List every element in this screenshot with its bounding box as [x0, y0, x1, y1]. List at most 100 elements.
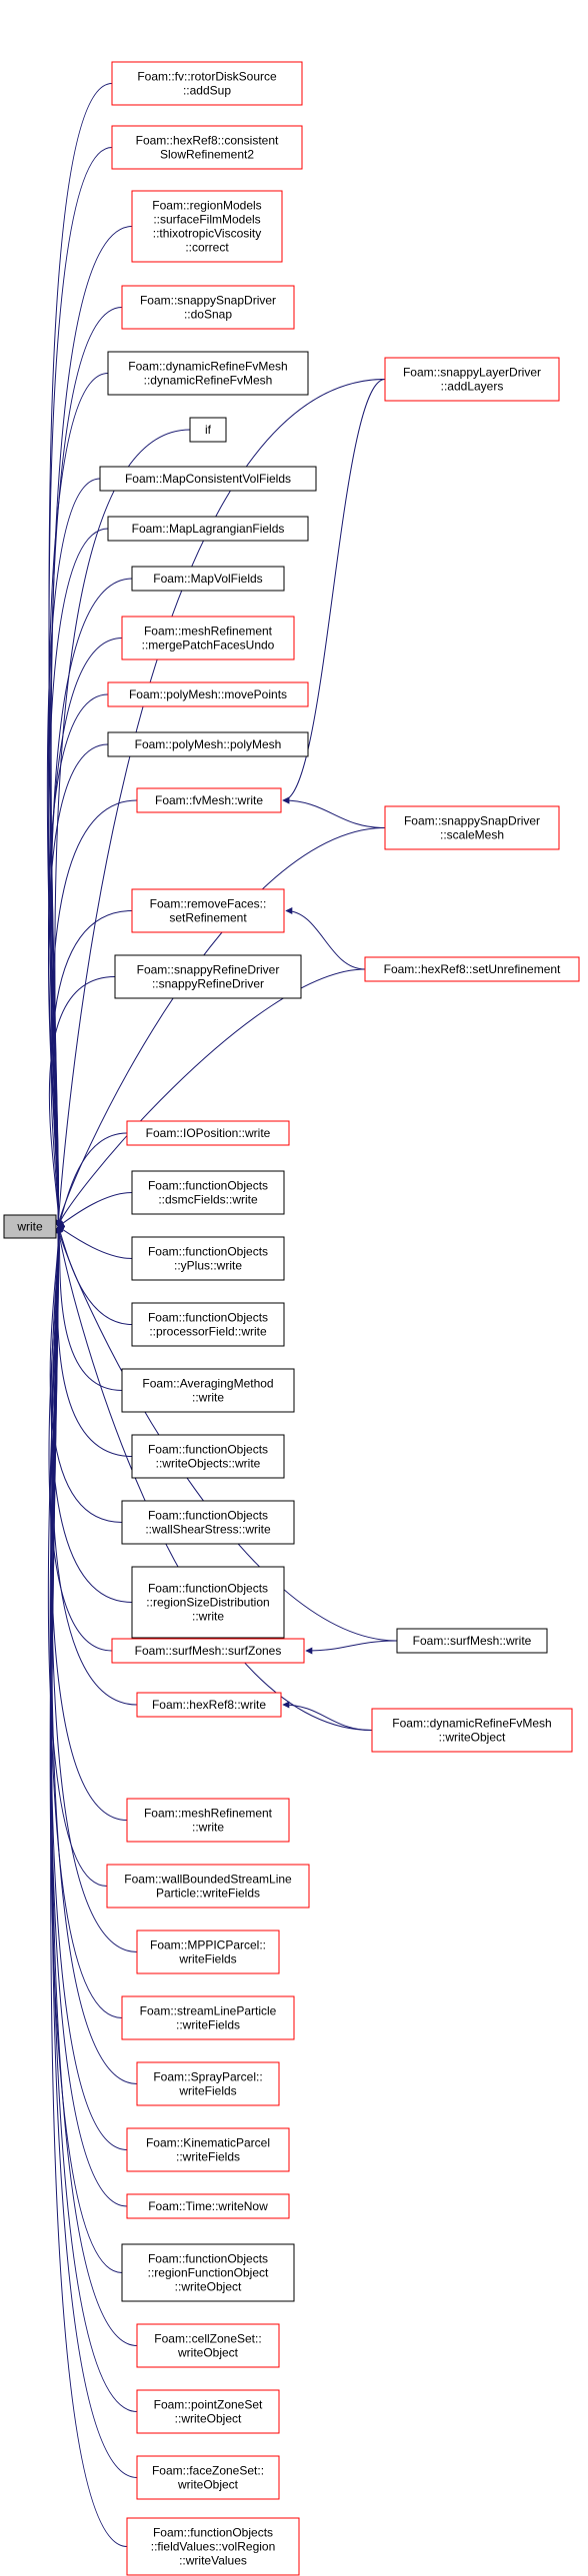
node-label: Foam::removeFaces::setRefinement: [150, 897, 267, 925]
node-n25[interactable]: Foam::functionObjects::wallShearStress::…: [121, 1500, 295, 1545]
node-label-line: Foam::pointZoneSet: [154, 2398, 263, 2412]
node-n27[interactable]: Foam::surfMesh::surfZones: [111, 1638, 305, 1664]
node-label-line: Foam::Time::writeNow: [148, 2199, 268, 2213]
edge-n22-to-root: [57, 1225, 133, 1325]
node-n20[interactable]: Foam::functionObjects::dsmcFields::write: [131, 1170, 285, 1215]
node-n28[interactable]: Foam::surfMesh::write: [396, 1628, 548, 1654]
node-n29[interactable]: Foam::hexRef8::write: [136, 1692, 282, 1718]
node-box: [131, 888, 285, 933]
node-n26[interactable]: Foam::functionObjects::regionSizeDistrib…: [131, 1566, 285, 1639]
node-n4[interactable]: Foam::snappySnapDriver::doSnap: [121, 285, 295, 330]
node-n8[interactable]: Foam::MapLagrangianFields: [107, 516, 309, 542]
edge-n6-to-root: [54, 429, 191, 1228]
node-box: [121, 616, 295, 660]
edge-n23-to-root: [56, 1225, 123, 1391]
node-n6[interactable]: if: [189, 417, 227, 443]
node-box: [136, 2389, 280, 2434]
edge-n20-to-root: [57, 1192, 133, 1227]
edge-n15-to-root: [55, 827, 386, 1228]
node-label-line: ::regionFunctionObject: [148, 2266, 269, 2280]
node-n42[interactable]: Foam::functionObjects::fieldValues::volR…: [126, 2517, 300, 2576]
node-label-line: Foam::hexRef8::setUnrefinement: [384, 962, 561, 976]
node-n38[interactable]: Foam::functionObjects::regionFunctionObj…: [121, 2243, 295, 2302]
node-box: [126, 2517, 300, 2576]
node-n36[interactable]: Foam::KinematicParcel::writeFields: [126, 2127, 290, 2172]
node-label-line: Foam::regionModels: [152, 199, 261, 213]
node-label: Foam::functionObjects::fieldValues::volR…: [151, 2526, 276, 2568]
node-n37[interactable]: Foam::Time::writeNow: [126, 2193, 290, 2219]
node-box: [111, 125, 303, 170]
node-n39[interactable]: Foam::cellZoneSet::writeObject: [136, 2323, 280, 2368]
node-n15[interactable]: Foam::snappySnapDriver::scaleMesh: [384, 805, 560, 850]
node-n14[interactable]: Foam::snappyLayerDriver::addLayers: [384, 357, 560, 402]
node-n40[interactable]: Foam::pointZoneSet::writeObject: [136, 2389, 280, 2434]
node-label: Foam::regionModels::surfaceFilmModels::t…: [152, 199, 261, 255]
node-label-line: ::thixotropicViscosity: [153, 227, 262, 241]
node-label: Foam::functionObjects::dsmcFields::write: [148, 1179, 268, 1207]
node-label: Foam::snappyLayerDriver::addLayers: [403, 366, 541, 394]
node-n35[interactable]: Foam::SprayParcel::writeFields: [136, 2061, 280, 2106]
node-n33[interactable]: Foam::MPPICParcel::writeFields: [136, 1930, 280, 1974]
node-n18[interactable]: Foam::hexRef8::setUnrefinement: [364, 956, 580, 982]
node-box: [131, 566, 285, 592]
node-n34[interactable]: Foam::streamLineParticle::writeFields: [121, 1995, 295, 2040]
node-label-line: Foam::SprayParcel::: [153, 2070, 262, 2084]
node-n17[interactable]: Foam::snappyRefineDriver::snappyRefineDr…: [114, 954, 302, 999]
node-box: [131, 1566, 285, 1639]
node-n24[interactable]: Foam::functionObjects::writeObjects::wri…: [131, 1434, 285, 1479]
node-box: [136, 1930, 280, 1974]
node-n3[interactable]: Foam::regionModels::surfaceFilmModels::t…: [131, 190, 283, 263]
node-n19[interactable]: Foam::IOPosition::write: [126, 1120, 290, 1146]
edge-n29-to-root: [51, 1225, 138, 1706]
node-box: [121, 1995, 295, 2040]
node-n10[interactable]: Foam::meshRefinement::mergePatchFacesUnd…: [121, 616, 295, 660]
node-box: [126, 2127, 290, 2172]
node-label-line: Particle::writeFields: [156, 1887, 260, 1901]
node-n12[interactable]: Foam::polyMesh::polyMesh: [107, 731, 309, 757]
node-label-line: Foam::meshRefinement: [144, 1807, 273, 1821]
node-n9[interactable]: Foam::MapVolFields: [131, 566, 285, 592]
node-label-line: ::fieldValues::volRegion: [151, 2540, 276, 2554]
node-label-line: ::mergePatchFacesUndo: [142, 639, 275, 652]
node-label-line: ::writeFields: [176, 2150, 240, 2164]
node-label: Foam::polyMesh::polyMesh: [135, 737, 282, 751]
node-box: [131, 1170, 285, 1215]
node-label: Foam::MapLagrangianFields: [132, 522, 285, 536]
node-n5[interactable]: Foam::dynamicRefineFvMesh::dynamicRefine…: [107, 351, 309, 396]
node-label-line: Foam::functionObjects: [148, 1443, 268, 1457]
node-label: Foam::snappyRefineDriver::snappyRefineDr…: [137, 963, 280, 991]
node-box: [111, 61, 303, 106]
node-n7[interactable]: Foam::MapConsistentVolFields: [99, 466, 317, 492]
node-n16[interactable]: Foam::removeFaces::setRefinement: [131, 888, 285, 933]
node-label-line: Foam::KinematicParcel: [146, 2136, 270, 2150]
node-label-line: ::writeObject: [175, 2412, 242, 2426]
edge-n15-to-n13: [282, 796, 386, 828]
edge-n33-to-root: [51, 1225, 138, 1952]
node-n41[interactable]: Foam::faceZoneSet::writeObject: [136, 2455, 280, 2500]
node-label-line: ::writeFields: [176, 2018, 240, 2032]
edge-n9-to-root: [50, 578, 133, 1228]
node-box: [136, 1692, 282, 1718]
edge-n13-to-root: [51, 799, 138, 1228]
node-n11[interactable]: Foam::polyMesh::movePoints: [107, 681, 309, 707]
node-n13[interactable]: Foam::fvMesh::write: [136, 787, 282, 813]
node-label-line: Foam::MapConsistentVolFields: [125, 472, 291, 486]
node-box: [99, 466, 317, 492]
node-n1[interactable]: Foam::fv::rotorDiskSource::addSup: [111, 61, 303, 106]
node-n23[interactable]: Foam::AveragingMethod::write: [121, 1368, 295, 1413]
edge-n18-to-root: [56, 968, 366, 1228]
node-n22[interactable]: Foam::functionObjects::processorField::w…: [131, 1302, 285, 1347]
node-label: Foam::MapVolFields: [153, 572, 262, 586]
node-n30[interactable]: Foam::dynamicRefineFvMesh::writeObject: [371, 1708, 573, 1753]
node-label: Foam::fv::rotorDiskSource::addSup: [137, 70, 277, 98]
node-box: [107, 516, 309, 542]
node-n21[interactable]: Foam::functionObjects::yPlus::write: [131, 1236, 285, 1281]
nodes-layer: writeFoam::fv::rotorDiskSource::addSupFo…: [3, 61, 580, 2576]
node-box: [364, 956, 580, 982]
edge-n26-to-root: [50, 1225, 133, 1603]
node-box: [106, 1864, 310, 1909]
node-n31[interactable]: Foam::meshRefinement::write: [126, 1798, 290, 1843]
